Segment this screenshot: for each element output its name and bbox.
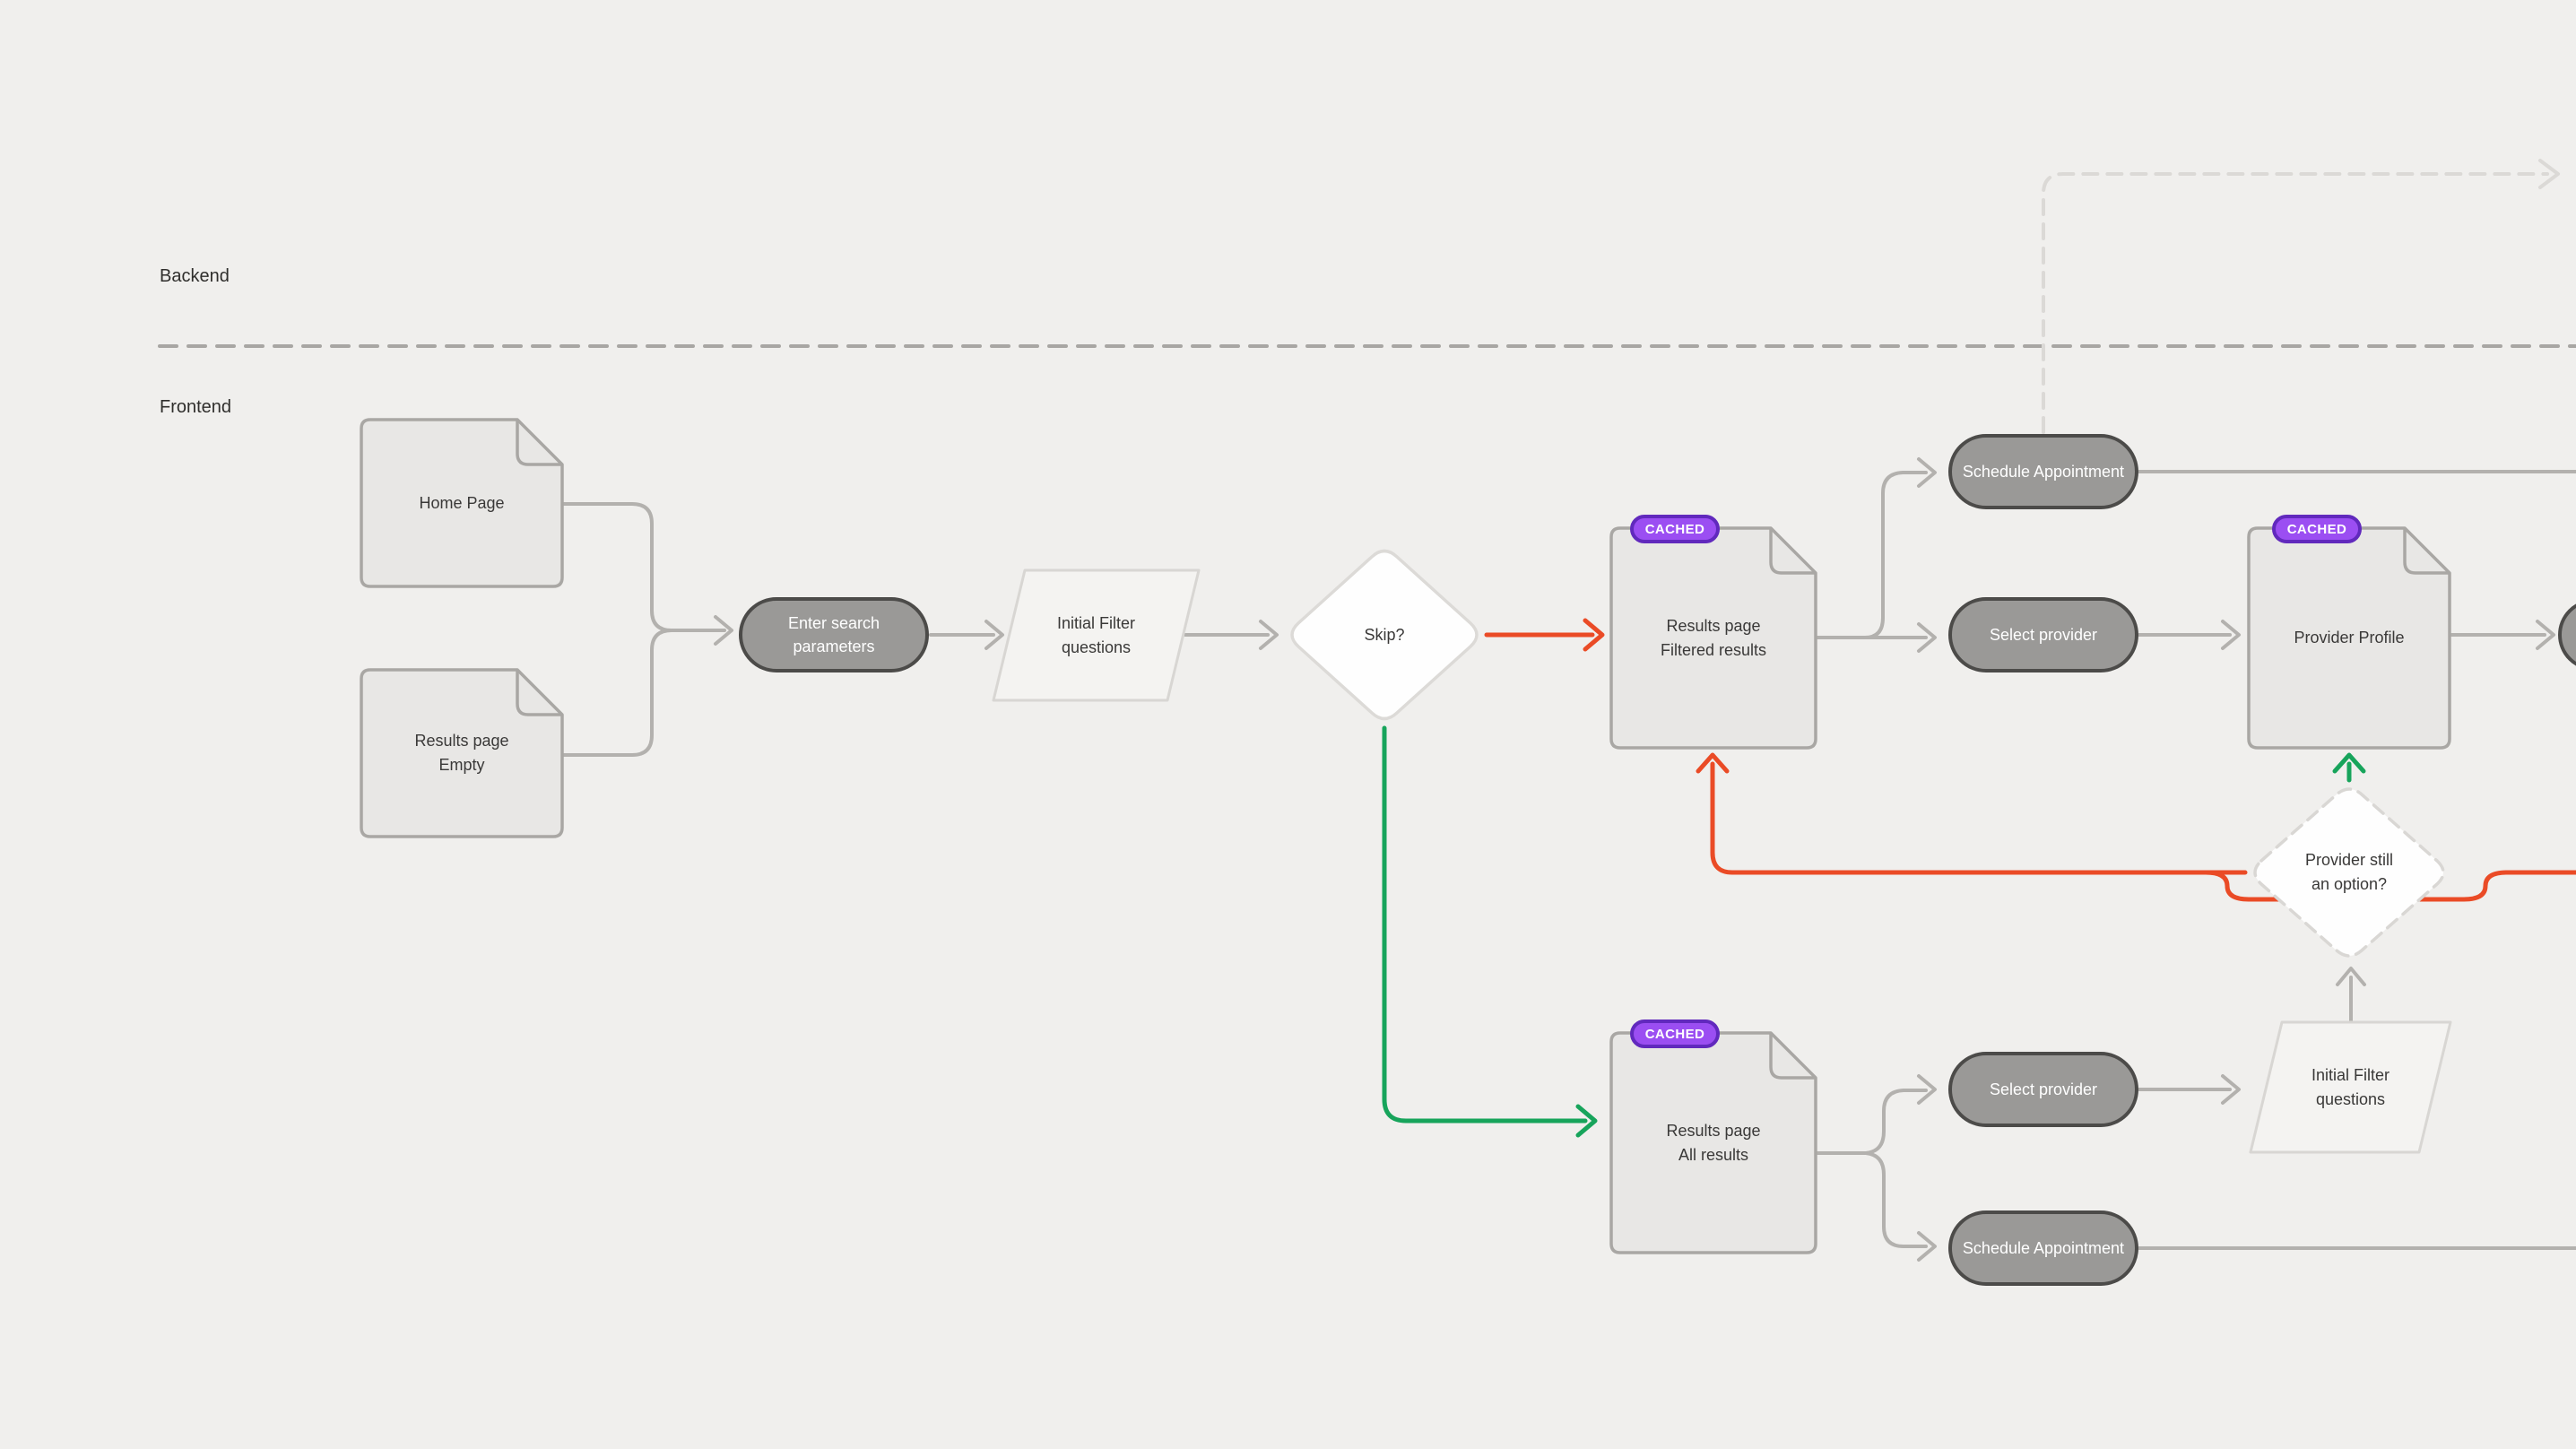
label-line: Filtered results [1660,640,1767,659]
connector-option-yes-to-profile[interactable] [2332,752,2366,783]
diamond-skip[interactable] [1290,549,1479,721]
label-line: Results page [414,732,509,750]
arrowhead-right-icon [2221,620,2241,650]
document-provider-profile[interactable] [2247,526,2451,750]
label-line: Skip? [1364,625,1405,644]
cached-badge[interactable]: CACHED [2272,515,2362,543]
connector-skip-no-to-filtered-results[interactable] [1484,618,1605,652]
parallelogram-initial-filter-top[interactable] [992,568,1201,702]
pill-select-provider-bottom[interactable]: Select provider [1948,1052,2138,1127]
document-results-filtered-label: Results page Filtered results [1611,528,1816,748]
arrowhead-up-icon [2332,752,2366,774]
connector-enter-search-to-filter[interactable] [929,620,1004,650]
fold-corner-icon [1769,1033,1816,1080]
fold-corner-icon [516,670,562,716]
diamond-provider-still-option-label: Provider still an option? [2249,784,2450,961]
arrowhead-dashed-right-icon [2538,159,2560,189]
label-line: questions [1061,638,1132,656]
fold-corner-icon [1769,528,1816,575]
label-line: Provider still [2304,851,2394,869]
arrowhead-right-icon [1259,620,1279,650]
connector-red-bypass-offscreen[interactable] [2203,870,2576,902]
arrowhead-up-icon [1696,752,1730,774]
document-home-page-label: Home Page [361,420,562,586]
document-results-all-label: Results page All results [1611,1033,1816,1253]
label-line: Results page [1666,616,1761,635]
fold-corner-icon [516,420,562,466]
connector-option-no-to-filtered-results[interactable] [1696,752,2248,875]
connector-all-results-branch[interactable] [1814,1074,1937,1262]
parallelogram-initial-filter-bottom[interactable] [2249,1020,2452,1154]
cached-badge[interactable]: CACHED [1630,1020,1720,1048]
document-home-page[interactable] [360,418,564,588]
document-results-all[interactable] [1609,1031,1817,1254]
fold-corner-icon [2403,528,2450,575]
pill-schedule-appointment-bottom[interactable]: Schedule Appointment [1948,1210,2138,1286]
arrowhead-right-icon [1583,618,1605,652]
arrowhead-right-icon [1917,1231,1937,1262]
diamond-provider-still-option[interactable] [2253,787,2445,958]
label-line: Results page [1666,1121,1761,1140]
label-line: an option? [2311,875,2388,893]
pill-select-provider-top[interactable]: Select provider [1948,597,2138,672]
pill-schedule-appointment-top[interactable]: Schedule Appointment [1948,434,2138,509]
connector-schedule-to-backend-dashed[interactable] [2042,172,2549,434]
label-line: Initial Filter [1056,613,1136,632]
connector-provider-profile-to-next[interactable] [2450,620,2555,650]
arrowhead-right-icon [1917,622,1937,653]
arrowhead-right-icon [714,615,733,646]
connector-home-and-empty-to-enter-search[interactable] [560,502,733,757]
zone-label-backend[interactable]: Backend [160,266,230,286]
label-line: Select provider [1989,626,2098,644]
connector-filtered-to-select-and-schedule[interactable] [1814,457,1937,653]
connector-skip-yes-to-all-results[interactable] [1382,725,1598,1138]
label-line: Schedule Appointment [1962,463,2125,481]
label-line: Initial Filter [2311,1065,2390,1084]
label-line: Home Page [419,493,505,512]
connector-select-to-provider-profile[interactable] [2137,620,2241,650]
connector-filter-to-skip[interactable] [1184,620,1279,650]
diamond-skip-label: Skip? [1286,545,1483,724]
label-line: questions [2315,1089,2386,1108]
arrowhead-right-icon [984,620,1004,650]
label-line: Schedule Appointment [1962,1239,2125,1257]
label-line: Provider Profile [2294,629,2405,646]
document-results-filtered[interactable] [1609,526,1817,750]
label-line: Enter search [787,614,880,632]
arrowhead-up-icon [2336,967,2366,986]
label-line: All results [1678,1145,1749,1164]
label-line: Empty [438,756,485,774]
cached-badge[interactable]: CACHED [1630,515,1720,543]
connector-filter-bottom-to-decision[interactable] [2336,967,2366,1022]
arrowhead-right-icon [2536,620,2555,650]
document-results-empty-label: Results page Empty [361,670,562,837]
pill-enter-search-parameters[interactable]: Enter search parameters [739,597,929,672]
document-results-empty[interactable] [360,668,564,838]
parallelogram-initial-filter-bottom-label: Initial Filter questions [2251,1022,2450,1152]
label-line: Select provider [1989,1080,2098,1098]
parallelogram-initial-filter-top-label: Initial Filter questions [993,570,1199,700]
arrowhead-right-icon [2221,1074,2241,1105]
label-line: parameters [793,638,875,655]
connector-select-bottom-to-filter[interactable] [2137,1074,2241,1105]
arrowhead-right-icon [1575,1104,1598,1138]
document-provider-profile-label: Provider Profile [2249,528,2450,748]
arrowhead-right-icon [1917,457,1937,488]
arrowhead-right-icon [1917,1074,1937,1105]
zone-label-frontend[interactable]: Frontend [160,397,232,417]
